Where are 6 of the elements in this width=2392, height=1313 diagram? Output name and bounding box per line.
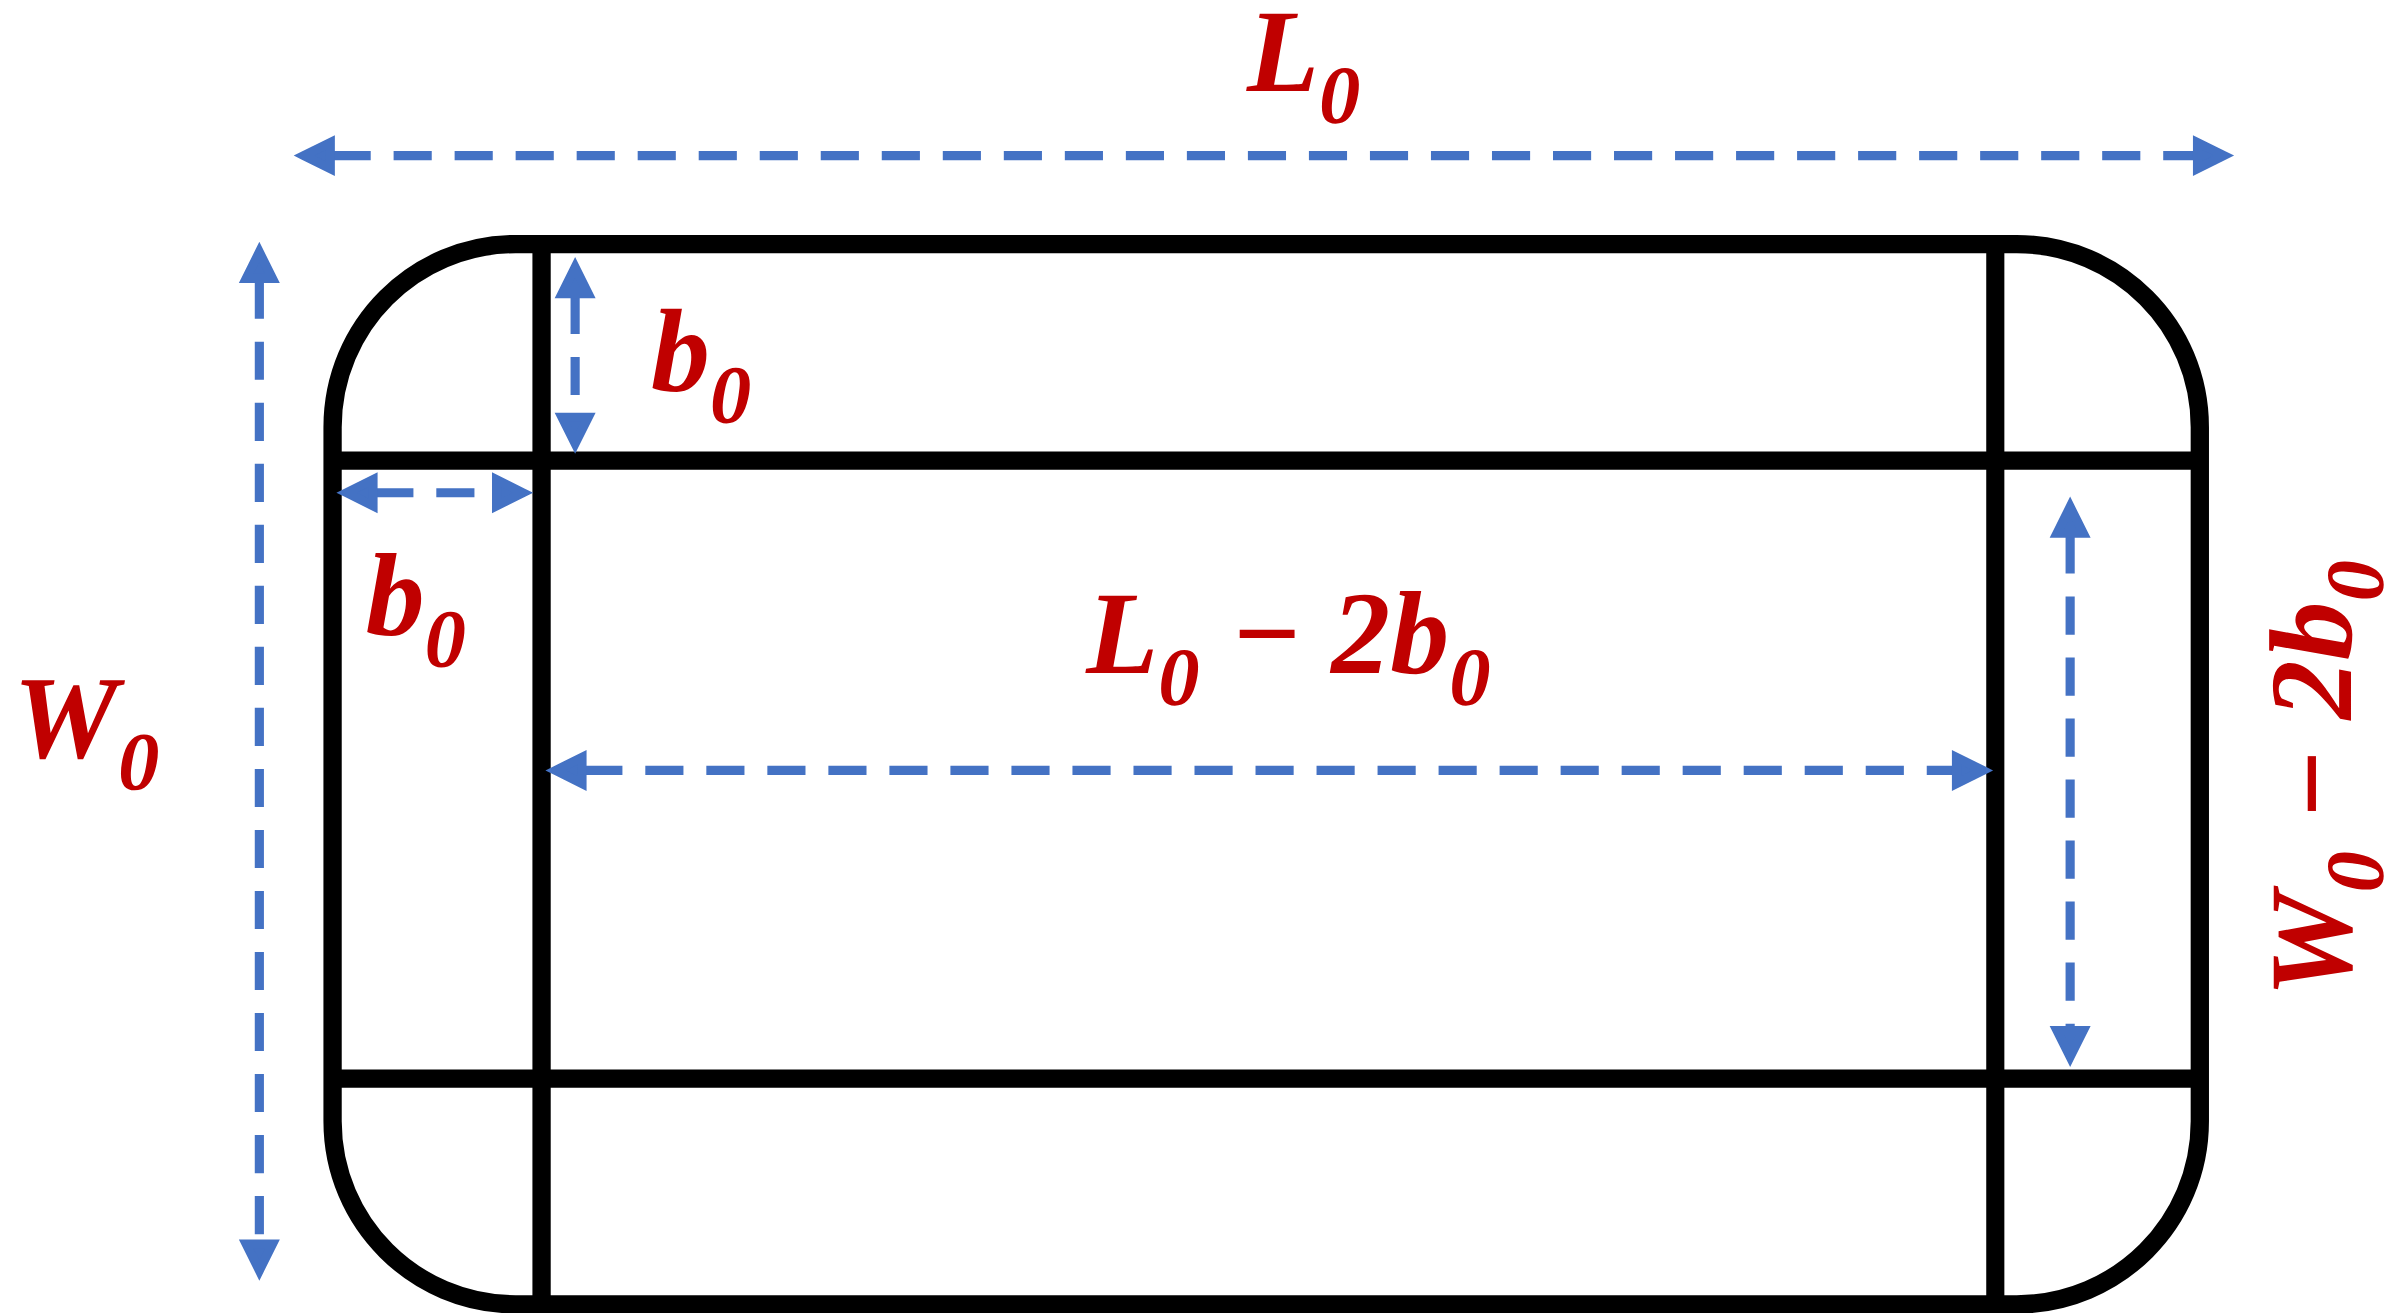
dimension-label: L$_{0}$ − 2b$_{0}$ [1085, 590, 1490, 706]
dimension-label: W$_{0}$ [21, 680, 158, 791]
dimension-label: L$_{0}$ [1246, 13, 1359, 124]
dimension-label: W$_{0}$ − 2b$_{0}$ [2269, 561, 2384, 989]
dimension-label: b$_{0}$ [652, 308, 750, 424]
dimension-label: b$_{0}$ [367, 552, 465, 668]
